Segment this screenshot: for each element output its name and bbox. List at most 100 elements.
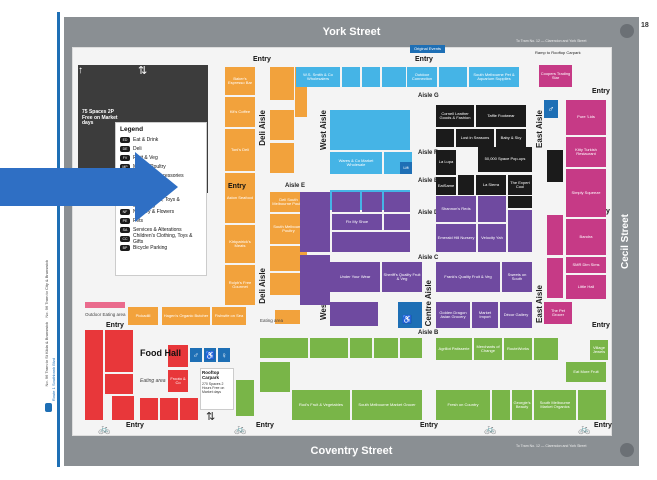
stall-green-2[interactable] [310,338,348,358]
stall-village-jewels[interactable]: Village Jewels [590,340,608,360]
stall-deli-sm[interactable]: Deli South Melbourne Poultry [270,192,307,212]
stall-lift[interactable]: Lift [400,162,412,174]
stall-fresh-country[interactable]: Fresh on Country [436,390,490,420]
stall-purple-6[interactable] [332,232,410,252]
stall-simply-squeeze[interactable]: Simply Squeeze [566,169,606,217]
stall-pink-1[interactable] [85,302,125,308]
entry-north-2[interactable]: Entry [415,56,433,63]
stall-rolph[interactable]: Rolph's Free Gourmet [225,265,255,305]
stall-merchants[interactable]: Merchants of Change [474,338,502,360]
stall-purple-8[interactable] [508,210,532,252]
stall-smr-dim[interactable]: SMR Dim Sims [566,257,606,273]
stall-green-1[interactable] [260,338,308,358]
stall-deli-east-3[interactable] [270,143,294,173]
stall-ws-smith[interactable]: W.S. Smith & Co Wholesalers [296,67,340,87]
stall-outdoor-connection[interactable]: Outdoor Connection [407,67,437,87]
stall-baker[interactable]: Baker's Espresso Bar [225,67,255,95]
stall-green-6[interactable] [534,338,558,360]
entry-south-1[interactable]: Entry [126,422,144,429]
stall-smith-pet[interactable]: South Melbourne Pet & Aquarium Supplies [469,67,519,87]
stall-velocity[interactable]: Velocity Yah [478,224,506,252]
stall-market-import[interactable]: Market Import [472,302,498,328]
stall-deli-east-6[interactable] [275,310,300,324]
stall-lblue-5[interactable] [330,110,410,150]
entry-south-4[interactable]: Entry [594,422,612,429]
stall-purple-4[interactable] [384,192,410,212]
stall-kitty-turkish[interactable]: Kitty Turkish Restaurant [566,137,606,167]
stall-original-events[interactable]: Original Events [410,45,445,53]
stall-pure-lids[interactable]: Pure 'Lids [566,100,606,135]
stall-red-7[interactable] [180,398,198,420]
stall-deli-east-1[interactable] [270,67,294,100]
stall-rods[interactable]: Rod's Fruit & Vegetables [292,390,350,420]
stall-red-2[interactable] [105,330,133,372]
stall-decor-gallery[interactable]: Décor Gallery [500,302,532,328]
stall-coopers[interactable]: Coopers Trading Star [539,65,572,87]
stall-black-2[interactable] [458,175,474,195]
stall-lblue-3[interactable] [382,67,406,87]
stall-black-1[interactable] [436,129,454,147]
stall-emerald-hill[interactable]: Emerald Hill Nursery [436,224,476,252]
stall-hagens[interactable]: Hagen's Organic Butcher [162,307,210,325]
stall-under-vine[interactable]: Under Your Wear [330,262,380,292]
stall-green-3[interactable] [350,338,372,358]
stall-green-7[interactable] [260,362,290,392]
stall-gebrgi[interactable]: Georgie's Beauty [512,390,532,420]
stall-red-1[interactable] [85,330,103,420]
stall-red-6[interactable] [160,398,178,420]
stall-magenta-1[interactable] [547,215,563,255]
stall-purple-3[interactable] [362,192,382,212]
stall-purple-7[interactable] [478,196,506,222]
stall-sweets[interactable]: Sweets on South [502,262,532,292]
entry-east-1[interactable]: Entry [592,88,610,95]
stall-fishwife[interactable]: Fishwife on Sea [212,307,246,325]
stall-bandra[interactable]: Bandra [566,219,606,255]
stall-green-9[interactable] [578,390,606,420]
stall-la-sierra[interactable]: La Sierra [476,175,506,195]
stall-green-10[interactable] [236,380,254,416]
entry-west-1[interactable]: Entry [106,322,124,329]
stall-red-5[interactable] [140,398,158,420]
stall-magenta-2[interactable] [547,258,563,298]
stall-green-5[interactable] [400,338,422,358]
stall-franks[interactable]: Frank's Quality Fruit & Veg [436,262,500,292]
stall-expert[interactable]: The Expert Cool [508,175,532,195]
stall-red-8[interactable] [168,345,188,367]
stall-kirkpatricks[interactable]: Kirkpatrick's Meats [225,225,255,263]
stall-sheriffs[interactable]: Sheriff's Quality Fruit & Veg [382,262,422,292]
stall-wares[interactable]: Wares & Co Market Wholesale [330,152,382,174]
stall-purple-2[interactable] [332,192,360,212]
stall-cornell[interactable]: Cornell Leather Goods & Fashion [436,105,474,127]
stall-baby-sky[interactable]: Baby & Sky [496,129,526,147]
stall-fondue[interactable]: RouteWorks [504,338,532,360]
stall-eatsame[interactable]: EatSame [436,177,456,195]
stall-deli-east-5[interactable] [270,273,307,295]
stall-black-4[interactable] [508,196,532,208]
stall-lost-seasons[interactable]: Lost in Seasons [456,129,494,147]
stall-green-8[interactable] [492,390,510,420]
stall-taffle[interactable]: Taffle Footwear [476,105,526,127]
entry-south-3[interactable]: Entry [420,422,438,429]
stall-little-hall[interactable]: Little Hall [566,275,606,299]
stall-black-3[interactable] [547,150,563,182]
stall-aston[interactable]: Aston Seafood [225,173,255,223]
stall-toni-deli[interactable]: Toni's Deli [225,129,255,171]
stall-red-4[interactable] [112,396,134,420]
stall-frooto[interactable]: Frooto & Co [168,370,188,392]
stall-eat-more[interactable]: Eat More Fruit [566,362,606,382]
stall-la-lupa[interactable]: La Lupa [436,150,456,175]
stall-sm-organics[interactable]: South Melbourne Market Organics [534,390,576,420]
entry-north-1[interactable]: Entry [253,56,271,63]
stall-deli-east-2[interactable] [270,110,294,140]
stall-green-4[interactable] [374,338,398,358]
stall-pet-grocer[interactable]: The Pet Grocer [544,302,572,324]
stall-lblue-2[interactable] [362,67,380,87]
stall-red-3[interactable] [105,374,133,394]
stall-purple-1[interactable] [300,192,330,252]
stall-agrillot[interactable]: Agrillot Patisserie [436,338,472,360]
stall-purple-9[interactable] [300,255,330,305]
stall-pickadill[interactable]: Pickadill [128,307,158,325]
entry-east-4[interactable]: Entry [228,183,246,190]
stall-kits-coffee[interactable]: Kit's Coffee [225,97,255,127]
stall-golden-dragon[interactable]: Golden Dragon Asian Grocery [436,302,470,328]
